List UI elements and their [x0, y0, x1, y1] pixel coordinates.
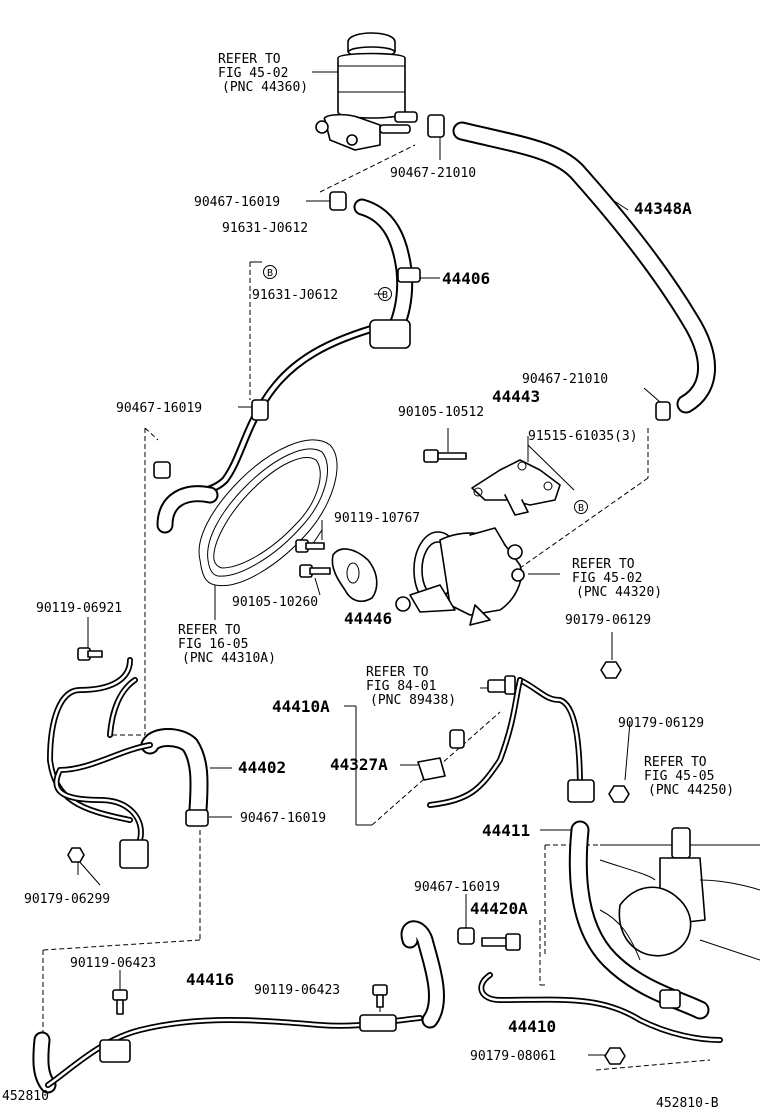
clamps — [153, 114, 671, 945]
circle-b-c: B — [574, 500, 588, 514]
label-44410a: 44410A — [272, 697, 330, 716]
label-91631-j0612-b: 91631-J0612 — [252, 288, 338, 303]
gear-ref-line2: FIG 45-05 — [644, 769, 714, 784]
reservoir-ref-line1: REFER TO — [218, 52, 281, 67]
clamp-16019-d — [457, 927, 475, 945]
svg-text:B: B — [578, 503, 584, 514]
label-44406: 44406 — [442, 269, 490, 288]
label-44411: 44411 — [482, 821, 530, 840]
pump-bracket — [471, 459, 561, 516]
label-90119-06423-a: 90119-06423 — [70, 956, 156, 971]
svg-text:B: B — [382, 290, 388, 301]
label-90467-16019-d: 90467-16019 — [414, 880, 500, 895]
clamp-21010-b — [655, 401, 671, 421]
label-44416: 44416 — [186, 970, 234, 989]
reservoir-ref-line2: FIG 45-02 — [218, 66, 288, 81]
label-44327a: 44327A — [330, 755, 388, 774]
label-90119-06921: 90119-06921 — [36, 601, 122, 616]
label-90467-21010-a: 90467-21010 — [390, 166, 476, 181]
belt-ref-line3: (PNC 44310A) — [182, 651, 276, 666]
steering-gear — [599, 827, 760, 961]
label-91515-61035: 91515-61035(3) — [528, 429, 638, 444]
label-44402: 44402 — [238, 758, 286, 777]
gear-ref-line3: (PNC 44250) — [648, 783, 734, 798]
clamp-44411 — [567, 779, 595, 803]
pressure-switch — [487, 675, 516, 695]
label-44420a: 44420A — [470, 899, 528, 918]
label-44348a: 44348A — [634, 199, 692, 218]
union-44420A — [481, 933, 521, 951]
switch-ref-line2: FIG 84-01 — [366, 679, 436, 694]
label-90105-10512: 90105-10512 — [398, 405, 484, 420]
reservoir — [315, 32, 418, 151]
nut-06129-b — [608, 785, 630, 803]
adjusting-plate — [331, 548, 378, 602]
pump-ref-line3: (PNC 44320) — [576, 585, 662, 600]
reservoir-ref-line3: (PNC 44360) — [222, 80, 308, 95]
label-90119-06423-b: 90119-06423 — [254, 983, 340, 998]
label-90179-06129-b: 90179-06129 — [618, 716, 704, 731]
bolt-06423-b — [372, 984, 388, 1008]
label-90179-08061: 90179-08061 — [470, 1049, 556, 1064]
pump-ref-line1: REFER TO — [572, 557, 635, 572]
nut-06299 — [67, 847, 85, 863]
label-44410: 44410 — [508, 1017, 556, 1036]
footer-left-code: 452810 — [2, 1089, 49, 1104]
label-91631-j0612-a: 91631-J0612 — [222, 221, 308, 236]
clamp-left-hose — [153, 461, 171, 479]
clamp-44402 — [185, 809, 209, 827]
bolt-06921 — [77, 647, 103, 661]
fitting-44416 — [359, 1014, 397, 1032]
callout-labels: REFER TO FIG 45-02 (PNC 44360) 90467-210… — [2, 52, 734, 1111]
pump-ref-line2: FIG 45-02 — [572, 571, 642, 586]
bolt-10767 — [295, 539, 325, 553]
label-90119-10767: 90119-10767 — [334, 511, 420, 526]
label-90467-16019-b: 90467-16019 — [116, 401, 202, 416]
label-44446: 44446 — [344, 609, 392, 628]
label-90179-06129-a: 90179-06129 — [565, 613, 651, 628]
footer-right-code: 452810-B — [656, 1096, 719, 1111]
bolt-06423-a — [112, 989, 128, 1015]
clamp-16019-b — [251, 399, 269, 421]
label-90105-10260: 90105-10260 — [232, 595, 318, 610]
bracket-left — [119, 839, 149, 869]
circle-b-b: B — [378, 287, 392, 301]
drive-belt — [198, 439, 338, 587]
belt-ref-line1: REFER TO — [178, 623, 241, 638]
bracket-pump-inlet — [369, 319, 411, 349]
label-44443: 44443 — [492, 387, 540, 406]
bracket-44416 — [99, 1039, 131, 1063]
circle-b-a: B — [263, 265, 277, 279]
label-90467-21010-b: 90467-21010 — [522, 372, 608, 387]
clamp-44406 — [397, 267, 421, 283]
gear-ref-line1: REFER TO — [644, 755, 707, 770]
clamp-44327A — [417, 729, 465, 781]
bolt-10260 — [299, 564, 331, 578]
power-steering-pump — [395, 527, 525, 626]
bolt-10512 — [423, 449, 467, 463]
fasteners — [67, 319, 681, 1065]
nut-08061 — [604, 1047, 626, 1065]
svg-text:B: B — [267, 268, 273, 279]
switch-ref-line1: REFER TO — [366, 665, 429, 680]
hoses — [32, 121, 717, 1094]
label-90179-06299: 90179-06299 — [24, 892, 110, 907]
circle-b-symbols: B B B — [263, 265, 588, 514]
clamp-16019-a — [329, 191, 347, 211]
belt-ref-line2: FIG 16-05 — [178, 637, 248, 652]
label-90467-16019-a: 90467-16019 — [194, 195, 280, 210]
clamp-top — [427, 114, 445, 138]
switch-ref-line3: (PNC 89438) — [370, 693, 456, 708]
nut-06129-a — [600, 661, 622, 679]
fitting-44410 — [659, 989, 681, 1009]
label-90467-16019-c: 90467-16019 — [240, 811, 326, 826]
